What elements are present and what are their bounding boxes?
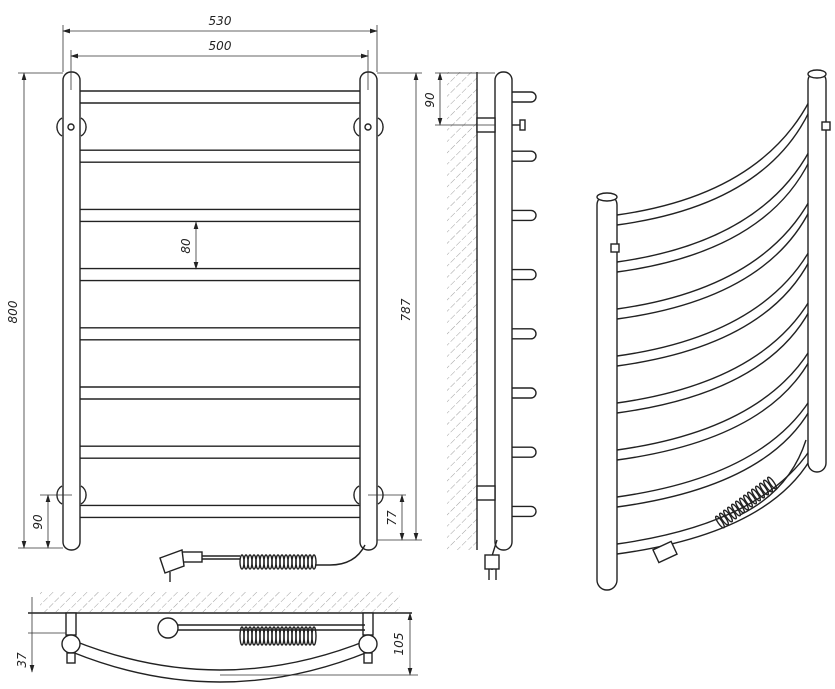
coil-loop [726,506,738,520]
perspective-cable-coil [714,476,778,529]
coil-loop [746,491,758,505]
mount-bolt-icon [364,123,372,131]
dim-80: 80 [179,238,193,254]
perspective-back-post [807,71,827,473]
coil-loop [750,488,762,502]
coil-loop [730,503,742,517]
plug-icon [159,549,185,574]
coil-loop [738,497,750,511]
coil-loop [311,626,317,646]
coil-loop [766,476,778,490]
perspective-cable [739,439,807,516]
rail [74,327,366,341]
side-post [494,71,513,551]
perspective-front-post [596,194,618,591]
front-view: 530 500 800 80 787 90 77 [6,14,422,582]
perspective-rail [616,449,811,555]
coil-loop [762,479,774,493]
front-rails [74,90,366,519]
cable-coil-top [239,626,317,646]
dim-500: 500 [209,39,232,53]
left-post [62,71,81,551]
rail [74,386,366,400]
cable-coil [239,554,317,570]
right-post-top [358,634,378,654]
rail [74,504,366,519]
dim-37: 37 [15,652,29,668]
perspective-view [596,69,831,591]
wall-hatch-top [40,592,400,612]
rail [74,267,366,282]
rail [74,149,366,163]
coil-loop [722,509,734,523]
perspective-rails [616,99,811,555]
rail [74,208,366,223]
right-post [359,71,378,551]
dim-787: 787 [399,298,413,321]
dim-90-bottom: 90 [31,514,45,530]
perspective-rail [616,199,811,320]
rail [74,90,366,104]
side-view: 90 [423,71,537,580]
perspective-rail [616,399,811,508]
dim-530: 530 [209,14,232,28]
perspective-rail [616,349,811,461]
dim-77: 77 [385,510,399,526]
mount-bolt-icon [67,123,75,131]
coil-loop [734,500,746,514]
coil-loop [758,482,770,496]
dim-90-top: 90 [423,92,437,108]
perspective-rail [616,149,811,273]
power-cable [315,544,366,566]
coil-loop [754,485,766,499]
perspective-rail [616,249,811,367]
dim-105: 105 [392,633,406,656]
coil-loop [714,515,726,529]
top-view: 37 105 [15,592,418,683]
coil-loop [742,494,754,508]
dim-800: 800 [6,300,20,323]
perspective-plug-icon [652,540,678,564]
rail [74,445,366,459]
plug-top-icon [157,617,179,639]
perspective-rail [616,99,811,226]
coil-loop [718,512,730,526]
perspective-rail [616,299,811,414]
coil-loop [311,554,317,570]
wall-hatch [447,72,477,550]
side-plug-icon [484,554,500,570]
left-post-top [61,634,81,654]
curved-rail [71,639,369,683]
